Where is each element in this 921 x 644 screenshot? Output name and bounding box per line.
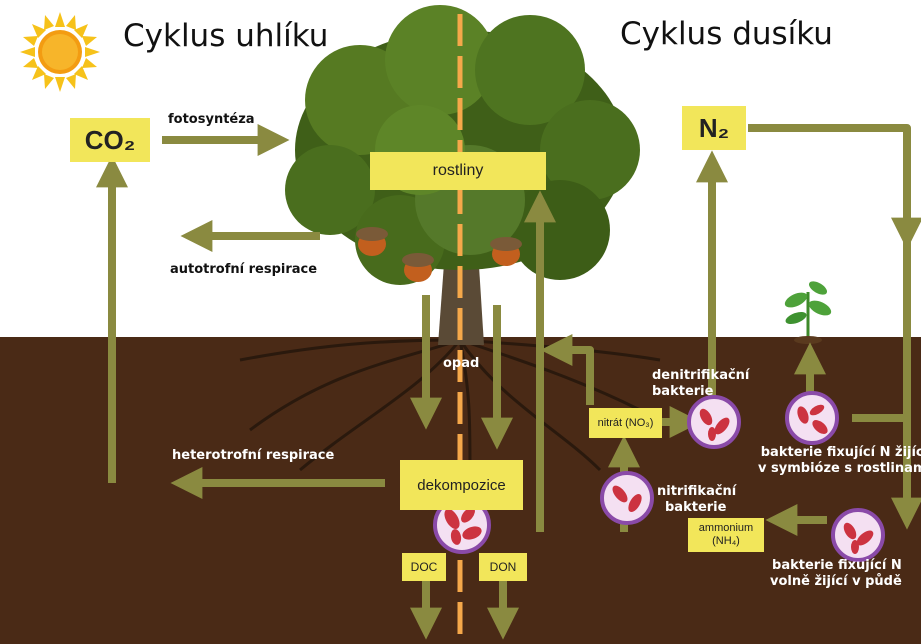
label-fotosynteza: fotosyntéza — [168, 112, 255, 127]
ammonium-formula: (NH₄) — [712, 535, 740, 548]
doc-box: DOC — [402, 553, 446, 581]
label-volne-zijici-bakterie: bakterie fixující N volně žijící v půdě — [770, 558, 902, 590]
bacteria-icon — [689, 397, 739, 447]
label-autotrofni-respirace: autotrofní respirace — [170, 262, 317, 277]
title-nitrogen-cycle: Cyklus dusíku — [620, 16, 833, 52]
seedling-icon — [783, 279, 834, 344]
n2-box: N₂ — [682, 106, 746, 150]
bacteria-icon — [602, 473, 652, 523]
label-nitrifikacni-bakterie: nitrifikační bakterie — [657, 484, 736, 516]
co2-box: CO₂ — [70, 118, 150, 162]
sun-icon — [20, 12, 100, 92]
ammonium-box: ammonium (NH₄) — [688, 518, 764, 552]
label-denitrifikacni-bakterie: denitrifikační bakterie — [652, 368, 749, 400]
dekompozice-box: dekompozice — [400, 460, 523, 510]
bacteria-icon — [833, 510, 883, 560]
label-symbioticke-bakterie: bakterie fixující N žijící v symbióze s … — [758, 445, 921, 477]
nitrat-box: nitrát (NO₃) — [589, 408, 662, 438]
arrow-n2-loop — [748, 128, 907, 240]
don-box: DON — [479, 553, 527, 581]
rostliny-box: rostliny — [370, 152, 546, 190]
bacteria-icon — [787, 393, 837, 443]
ammonium-label: ammonium — [699, 522, 753, 535]
label-opad: opad — [443, 356, 479, 372]
title-carbon-cycle: Cyklus uhlíku — [123, 18, 328, 54]
label-heterotrofni-respirace: heterotrofní respirace — [172, 448, 334, 464]
